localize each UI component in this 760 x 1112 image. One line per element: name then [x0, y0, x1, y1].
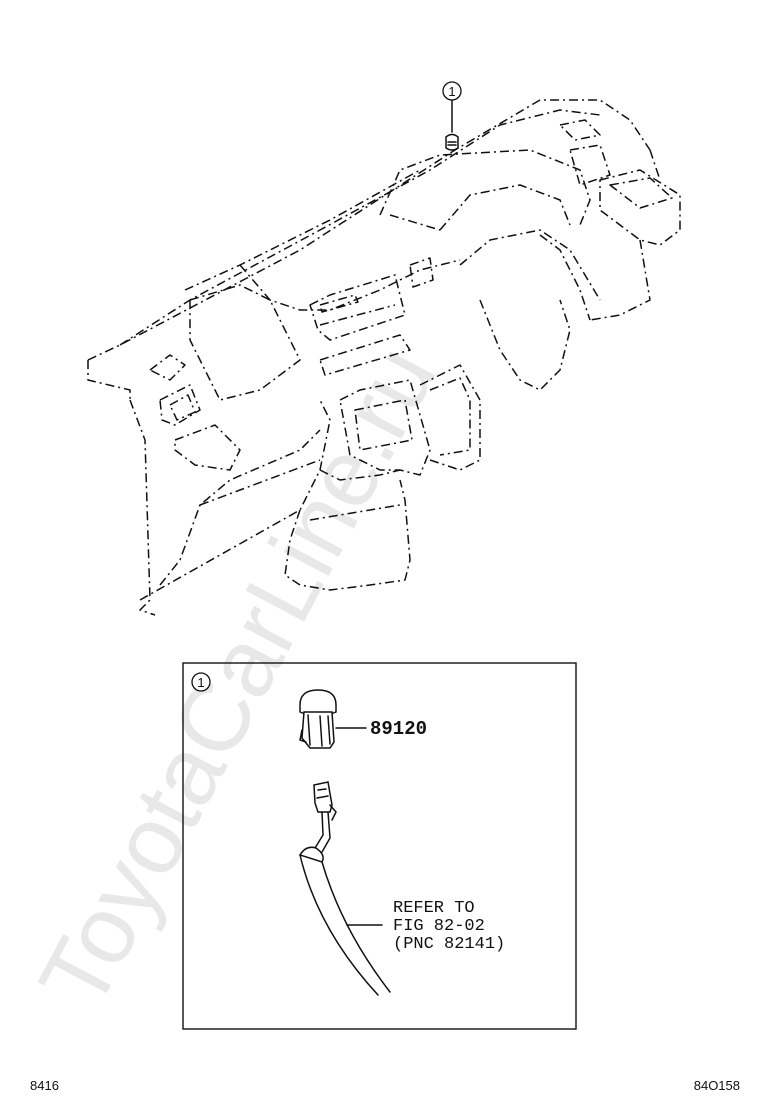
- refer-note-line-2: FIG 82-02: [393, 917, 485, 936]
- detail-callout-1: 1: [191, 672, 211, 692]
- dashboard-assembly-outline: [87, 99, 681, 616]
- callout-number: 1: [448, 84, 455, 99]
- detail-view-box: 1 89120 REFER TO FIG 82-02 (PNC 82141): [182, 662, 577, 1030]
- callout-1-main: 1: [442, 81, 462, 101]
- wire-harness-illustration: [298, 781, 391, 996]
- footer-left-code: 8416: [30, 1078, 59, 1093]
- refer-note-line-1: REFER TO: [393, 899, 475, 918]
- footer-right-code: 84O158: [694, 1078, 740, 1093]
- refer-note-line-3: (PNC 82141): [393, 935, 505, 954]
- detail-callout-number: 1: [197, 675, 204, 690]
- clock-part-illustration: [299, 689, 367, 749]
- part-number-label: 89120: [370, 718, 427, 740]
- watermark-text: ToyotaCarLine.ru: [19, 329, 457, 1025]
- part-location-marker: [445, 99, 459, 151]
